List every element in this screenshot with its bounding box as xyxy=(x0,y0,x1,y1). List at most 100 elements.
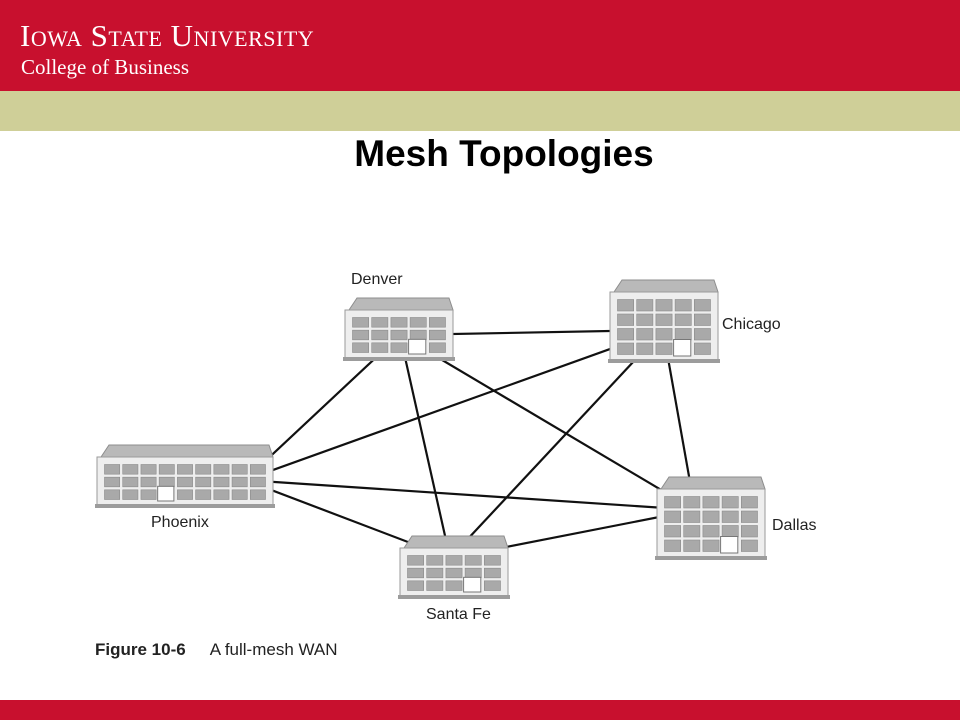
link-chicago-phoenix xyxy=(244,328,664,482)
university-name: Iowa State University xyxy=(20,18,315,53)
building-icon-phoenix xyxy=(95,444,275,508)
building-window xyxy=(693,299,711,312)
mesh-network-graphic xyxy=(95,279,767,599)
link-phoenix-dallas xyxy=(244,478,696,512)
building-window xyxy=(158,476,175,488)
link-denver-santa-fe xyxy=(398,334,452,559)
building-window xyxy=(464,567,482,579)
building-window xyxy=(371,329,389,341)
building-window xyxy=(636,299,654,312)
building-window xyxy=(390,317,408,328)
building-window xyxy=(352,317,370,328)
building-window xyxy=(140,464,157,475)
building-window xyxy=(428,342,446,353)
building-icon-denver xyxy=(343,297,455,361)
building-window xyxy=(702,496,720,509)
building-window xyxy=(231,464,248,475)
building-window xyxy=(664,539,682,552)
building-window xyxy=(721,510,739,523)
building-base xyxy=(343,357,455,361)
building-window xyxy=(702,525,720,538)
accent-band xyxy=(0,91,960,131)
college-name: College of Business xyxy=(21,55,189,79)
building-window xyxy=(104,464,121,475)
building-window xyxy=(740,496,758,509)
building-window xyxy=(409,317,427,328)
building-window xyxy=(428,329,446,341)
building-window xyxy=(140,476,157,488)
building-window xyxy=(158,464,175,475)
building-window xyxy=(428,317,446,328)
building-window xyxy=(407,580,425,591)
building-window xyxy=(636,342,654,355)
building-roof xyxy=(660,476,766,490)
building-window xyxy=(636,328,654,341)
building-window xyxy=(249,489,266,500)
building-window xyxy=(683,525,701,538)
slide-title: Mesh Topologies xyxy=(354,133,654,174)
building-window xyxy=(674,328,692,341)
building-window xyxy=(195,464,212,475)
building-base xyxy=(95,504,275,508)
building-window xyxy=(664,510,682,523)
building-window xyxy=(655,299,673,312)
building-window xyxy=(740,539,758,552)
building-window xyxy=(655,342,673,355)
building-icon-chicago xyxy=(608,279,720,363)
building-window xyxy=(177,464,193,475)
building-base xyxy=(608,359,720,363)
building-icon-dallas xyxy=(655,476,767,560)
building-window xyxy=(140,489,157,500)
building-icon-santa-fe xyxy=(398,535,510,599)
building-window xyxy=(122,464,139,475)
building-window xyxy=(740,510,758,523)
building-window xyxy=(693,313,711,326)
building-window xyxy=(445,567,463,579)
building-window xyxy=(636,313,654,326)
building-window xyxy=(213,476,230,488)
building-roof xyxy=(100,444,274,458)
building-window xyxy=(617,342,635,355)
building-window xyxy=(683,539,701,552)
building-window xyxy=(721,525,739,538)
building-window xyxy=(213,464,230,475)
mesh-diagram: Denver Chicago Phoenix Dallas Santa Fe F… xyxy=(95,240,825,700)
link-denver-dallas xyxy=(399,334,696,511)
building-window xyxy=(483,567,501,579)
building-window xyxy=(352,329,370,341)
university-header: Iowa State University College of Busines… xyxy=(0,0,960,91)
building-roof xyxy=(403,535,509,549)
building-window xyxy=(617,328,635,341)
building-window xyxy=(371,342,389,353)
building-window xyxy=(177,489,193,500)
building-window xyxy=(122,489,139,500)
figure-number: Figure 10-6 xyxy=(95,640,186,659)
building-door xyxy=(673,339,692,357)
building-window xyxy=(702,539,720,552)
building-window xyxy=(655,313,673,326)
building-window xyxy=(740,525,758,538)
building-window xyxy=(464,555,482,566)
building-window xyxy=(426,555,444,566)
building-window xyxy=(409,329,427,341)
building-door xyxy=(463,576,482,593)
building-window xyxy=(104,489,121,500)
building-window xyxy=(352,342,370,353)
building-window xyxy=(664,525,682,538)
site-label-chicago: Chicago xyxy=(722,316,781,333)
building-window xyxy=(371,317,389,328)
building-window xyxy=(426,567,444,579)
building-window xyxy=(483,555,501,566)
building-window xyxy=(674,313,692,326)
site-label-phoenix: Phoenix xyxy=(151,514,209,531)
building-window xyxy=(693,328,711,341)
building-window xyxy=(104,476,121,488)
building-window xyxy=(683,496,701,509)
building-door xyxy=(408,338,427,355)
building-window xyxy=(390,342,408,353)
building-window xyxy=(195,476,212,488)
building-window xyxy=(249,476,266,488)
building-window xyxy=(655,328,673,341)
building-roof xyxy=(613,279,719,293)
